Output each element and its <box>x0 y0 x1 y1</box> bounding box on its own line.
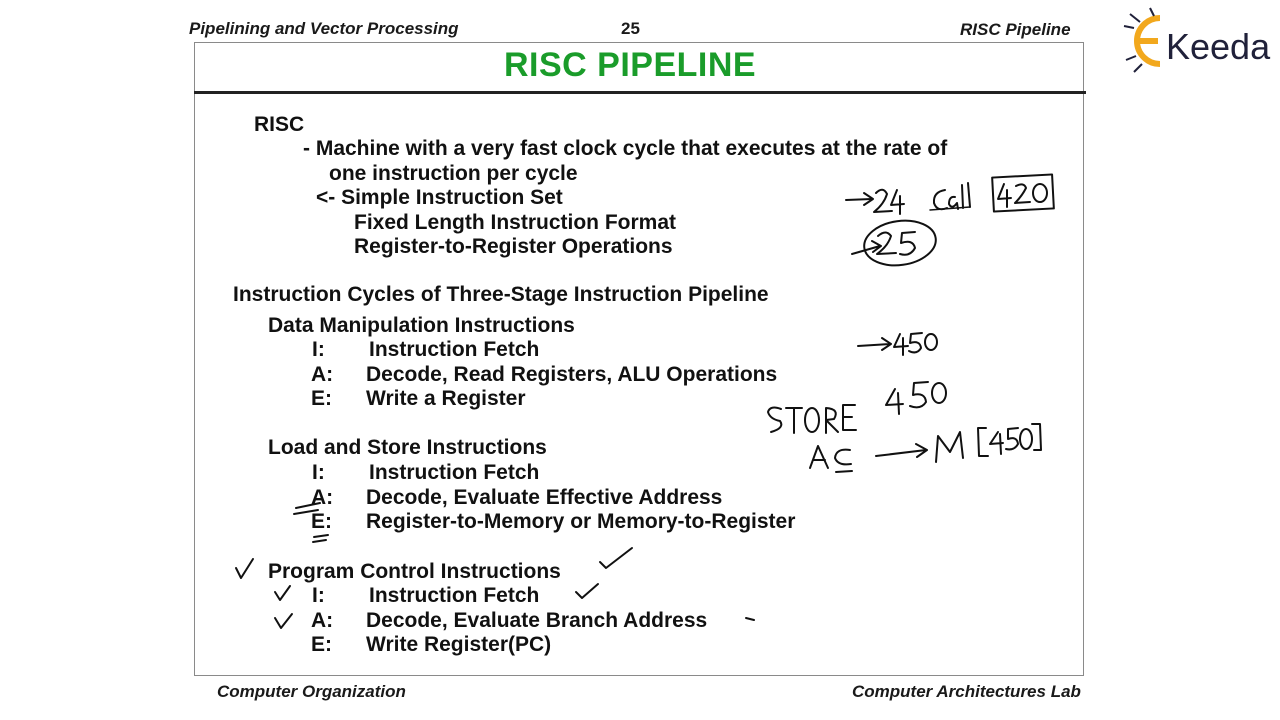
ink-circled-25 <box>851 219 937 267</box>
definition-line-2: one instruction per cycle <box>329 162 578 185</box>
stage-description: Decode, Evaluate Effective Address <box>366 486 723 509</box>
title-divider <box>194 91 1086 94</box>
risc-heading: RISC <box>254 113 305 136</box>
header-topic: RISC Pipeline <box>960 20 1071 39</box>
check-icon <box>235 558 254 579</box>
ink-arrow-450 <box>857 332 938 356</box>
stage-description: Write a Register <box>366 387 526 410</box>
page-number: 25 <box>621 19 640 38</box>
group-heading-program-control: Program Control Instructions <box>268 560 561 583</box>
cycles-heading: Instruction Cycles of Three-Stage Instru… <box>233 283 769 306</box>
ink-check-marks <box>235 547 755 629</box>
check-icon <box>599 547 633 569</box>
slide-title: RISC PIPELINE <box>504 46 757 84</box>
stage-label: I: <box>312 584 325 607</box>
footer-lab: Computer Architectures Lab <box>852 682 1081 701</box>
footer-course: Computer Organization <box>217 682 406 701</box>
group-heading-data-manipulation: Data Manipulation Instructions <box>268 314 575 337</box>
ekeeda-logo-mark <box>1123 7 1161 73</box>
stage-label: E: <box>311 387 332 410</box>
check-icon <box>274 585 291 601</box>
slide-frame <box>194 42 1084 676</box>
check-icon <box>575 583 599 599</box>
stage-label: E: <box>311 510 332 533</box>
header-chapter: Pipelining and Vector Processing <box>189 19 459 38</box>
register-operations: Register-to-Register Operations <box>354 235 673 258</box>
stage-description: Instruction Fetch <box>369 338 540 361</box>
group-heading-load-store: Load and Store Instructions <box>268 436 547 459</box>
stage-description: Decode, Read Registers, ALU Operations <box>366 363 778 386</box>
stage-description: Instruction Fetch <box>369 584 540 607</box>
stage-description: Instruction Fetch <box>369 461 540 484</box>
ink-call-note <box>845 173 1055 215</box>
stage-label: A: <box>311 363 334 386</box>
ink-store-450 <box>767 381 947 434</box>
stage-label: I: <box>312 461 325 484</box>
stage-description: Decode, Evaluate Branch Address <box>366 609 708 632</box>
ink-ac-to-memory <box>809 423 1042 473</box>
stage-label: E: <box>311 633 332 656</box>
stage-label: I: <box>312 338 325 361</box>
stage-label: A: <box>311 609 334 632</box>
stage-description: Register-to-Memory or Memory-to-Register <box>366 510 796 533</box>
ekeeda-logo: Keeda <box>1120 6 1270 76</box>
check-icon <box>274 613 293 629</box>
definition-line-1: - Machine with a very fast clock cycle t… <box>303 137 948 160</box>
logo-wordmark: Keeda <box>1166 26 1271 67</box>
stage-description: Write Register(PC) <box>366 633 552 656</box>
ink-emphasis-marks <box>293 502 329 543</box>
tick-mark <box>745 617 755 621</box>
simple-instruction-set: <- Simple Instruction Set <box>316 186 563 209</box>
fixed-length-format: Fixed Length Instruction Format <box>354 211 677 234</box>
